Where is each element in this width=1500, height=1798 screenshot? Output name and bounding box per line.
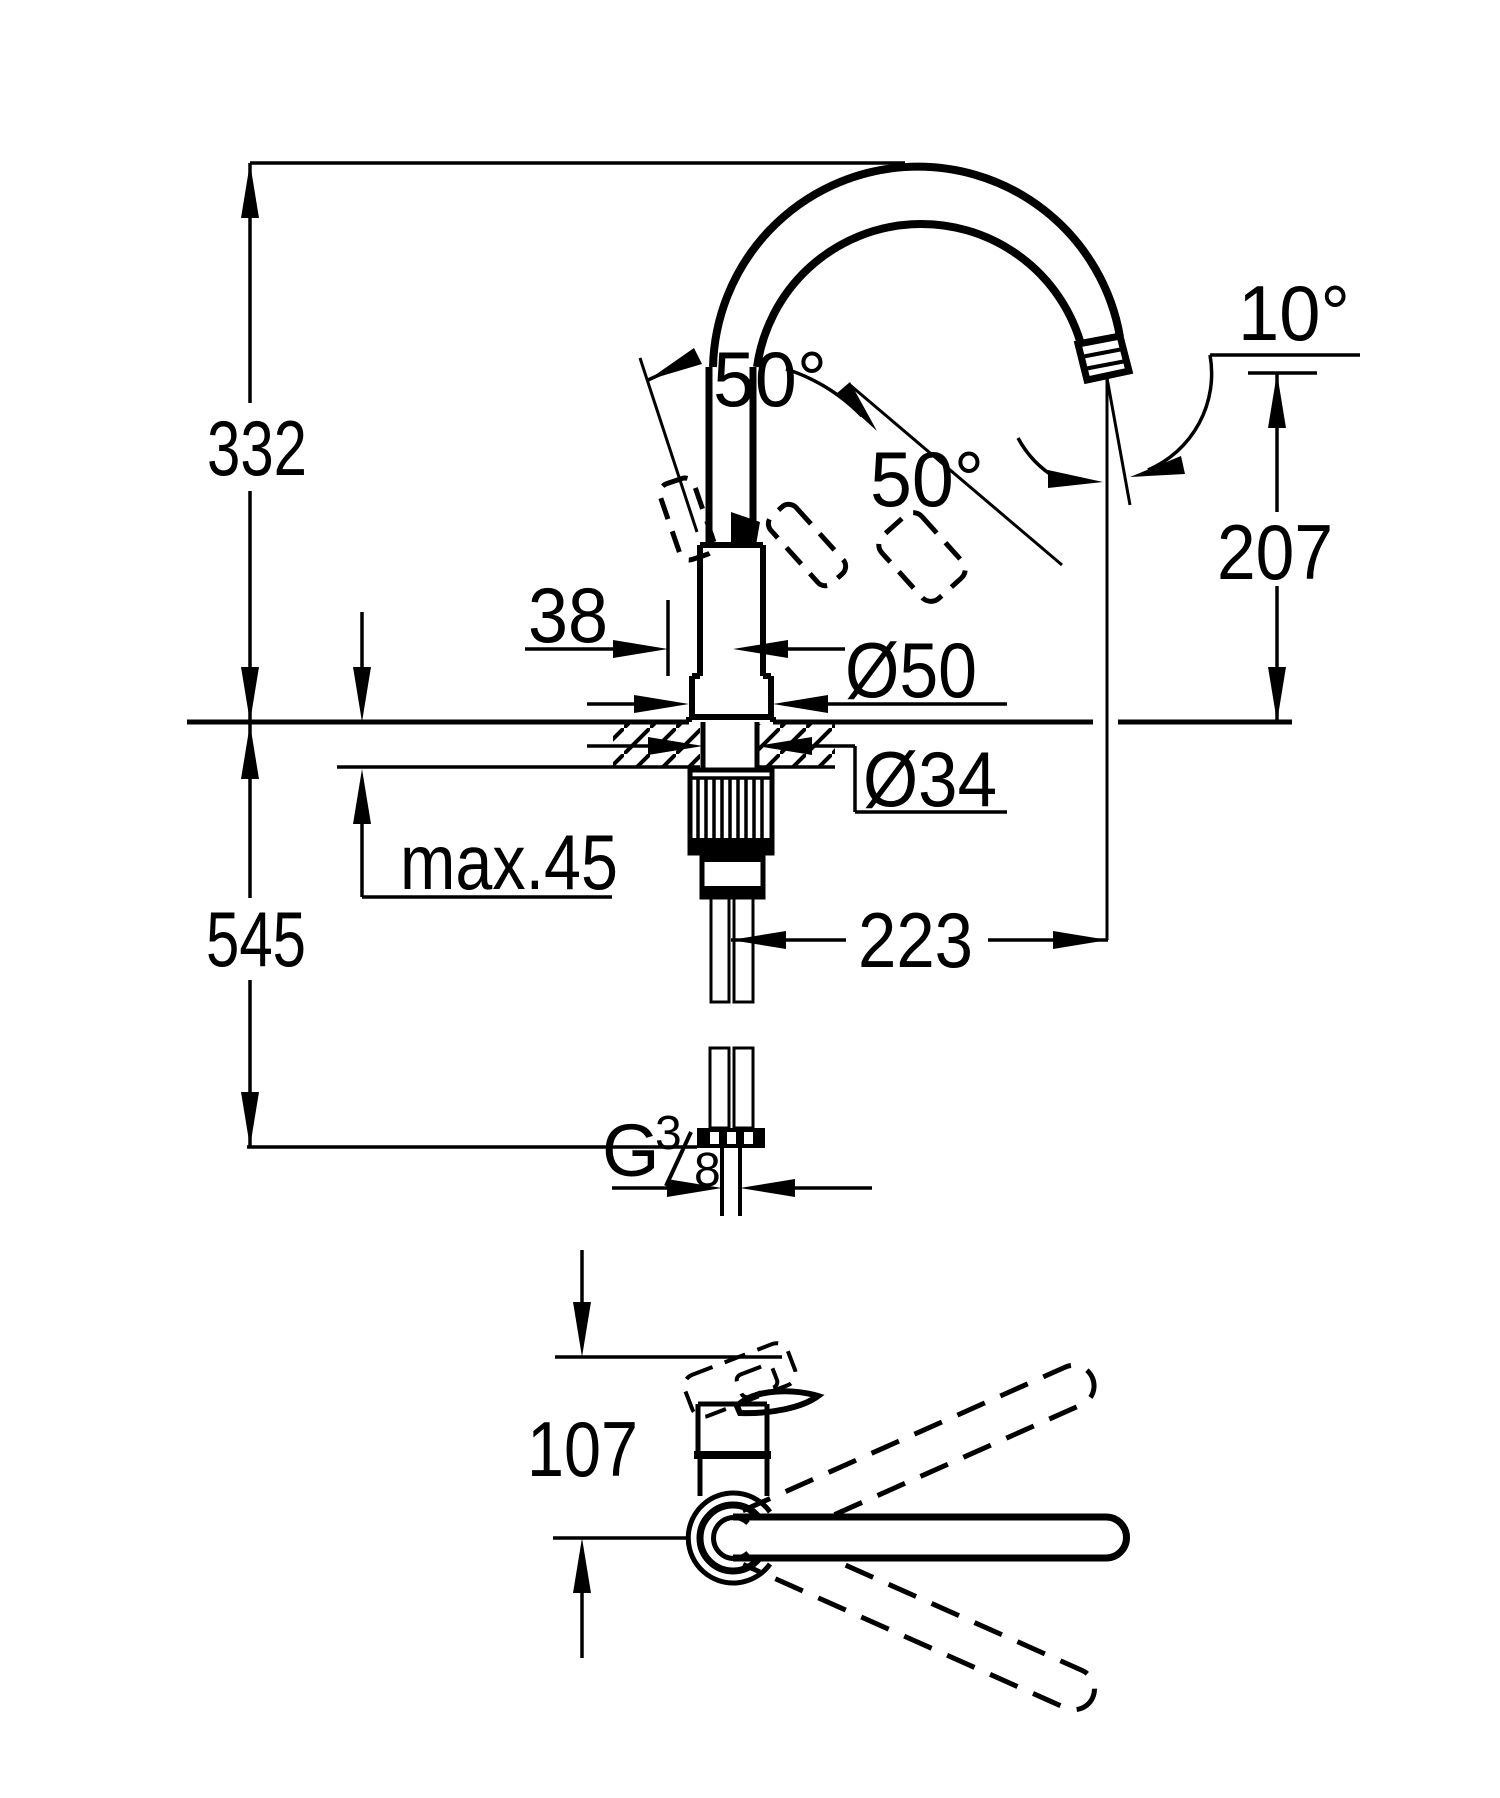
outlet-axis-line [1105, 377, 1132, 506]
connector-band-top [702, 853, 763, 862]
lever-axis-left [638, 357, 699, 533]
dim-max-deck-thickness: max.45 [400, 818, 618, 906]
riser-column [705, 367, 757, 545]
lever-hinge [731, 512, 760, 545]
spout-swivel-upper [741, 1362, 1097, 1551]
hose-lower-right [732, 1046, 755, 1130]
top-lever-dashed-inner [734, 1362, 780, 1400]
spout-inner-arc [753, 220, 1086, 368]
dim-outlet-angle: 10° [1238, 269, 1350, 357]
faucet-front-view [657, 162, 1134, 1216]
shank [700, 722, 760, 770]
faucet-top-view [682, 1341, 1130, 1713]
dim-body-depth: 107 [527, 1405, 638, 1493]
dimensions-top: 107 [527, 1250, 782, 1658]
aerator-bands [1080, 347, 1127, 371]
hose-stub-left [709, 895, 731, 1004]
nut-bottom-band [690, 838, 772, 853]
fitting-slot [710, 1132, 719, 1144]
dim-outlet-height: 207 [1217, 508, 1333, 596]
lever-dashed-right-arm [765, 501, 849, 589]
dim-shank-diameter: Ø34 [863, 735, 997, 823]
thread-numerator: 3 [655, 1107, 682, 1160]
top-body-columns [697, 1455, 770, 1496]
thread-letter: G [602, 1109, 660, 1192]
dim-overall-height: 332 [207, 404, 307, 492]
dim-base-diameter: Ø50 [845, 626, 977, 714]
fitting-slot [727, 1132, 736, 1144]
nut-knurling [690, 776, 772, 838]
dim-lever-offset: 38 [528, 571, 608, 659]
dim-spout-reach: 223 [858, 896, 973, 984]
lever-dashed-right-pad [876, 510, 968, 604]
connector-band-bottom [702, 886, 763, 897]
dim-max45-lines [360, 612, 612, 899]
spout-outer-arc [709, 162, 1124, 368]
hose-lower-left [708, 1046, 731, 1130]
countertop [187, 719, 1292, 769]
dim-lever-swing-left: 50° [713, 335, 827, 423]
fitting-slot [744, 1132, 753, 1144]
dimensions-front: 332 545 38 Ø50 Ø34 max.45 223 [198, 161, 1360, 1197]
dim-d34-lines [587, 744, 1007, 814]
hose-stub-right [732, 895, 755, 1004]
thread-denominator: 8 [694, 1144, 721, 1197]
dim-height-below-deck: 545 [206, 895, 306, 983]
top-lever-solid [733, 1388, 825, 1417]
angle-10-arc-right [1147, 354, 1214, 472]
body-outline [686, 542, 776, 722]
dim-lever-swing-right: 50° [870, 435, 984, 523]
thread-fraction-slash [664, 1131, 693, 1187]
thread-pipe [720, 1148, 742, 1216]
swivel-inner-circle [711, 1515, 750, 1561]
lever-axis-right [849, 383, 1063, 567]
lever-dashed-left [657, 475, 717, 563]
top-spout-solid [733, 1513, 1130, 1562]
dim-38-lines [525, 600, 845, 676]
escutcheon-arc [685, 1490, 773, 1586]
spout-swivel-lower [742, 1524, 1097, 1713]
